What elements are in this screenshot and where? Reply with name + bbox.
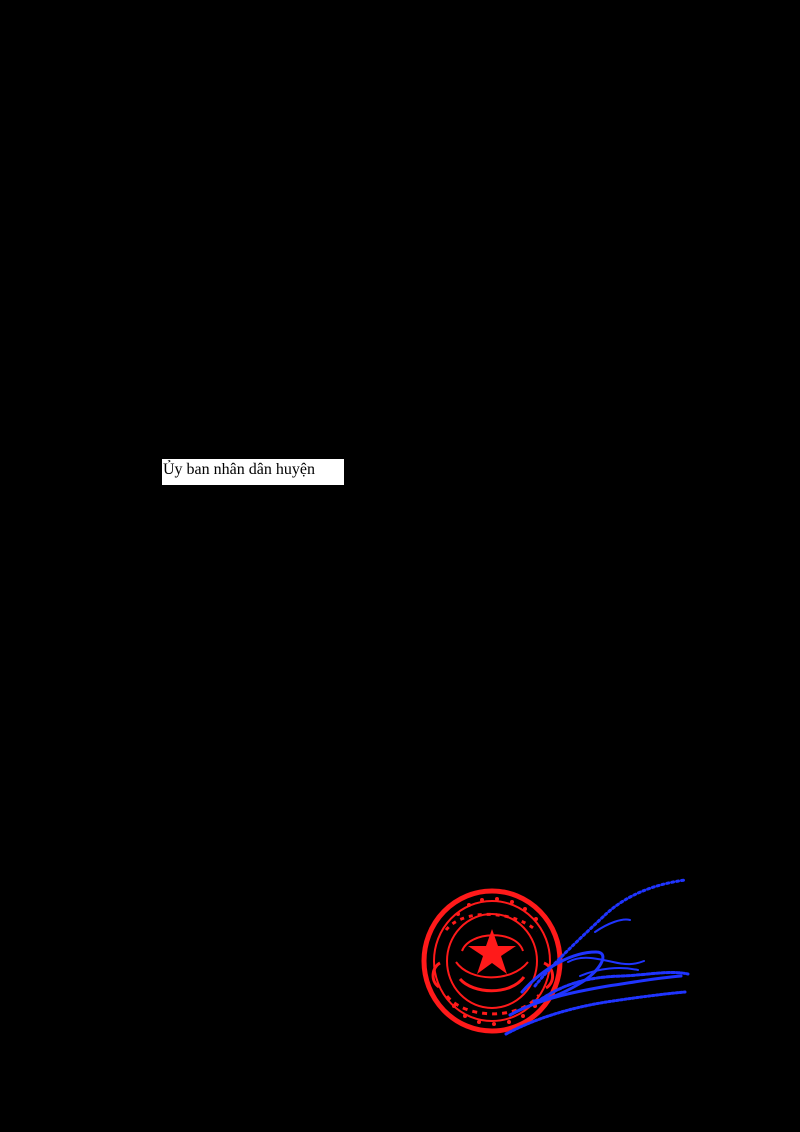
blue-handwritten-signature-icon [504,878,690,1036]
header-line: Ủy ban nhân dân huyện [163,461,315,478]
visible-header-box: Ủy ban nhân dân huyện ... [162,459,344,485]
clipped-second-line: ... [170,480,181,485]
official-red-seal-icon [421,888,563,1034]
